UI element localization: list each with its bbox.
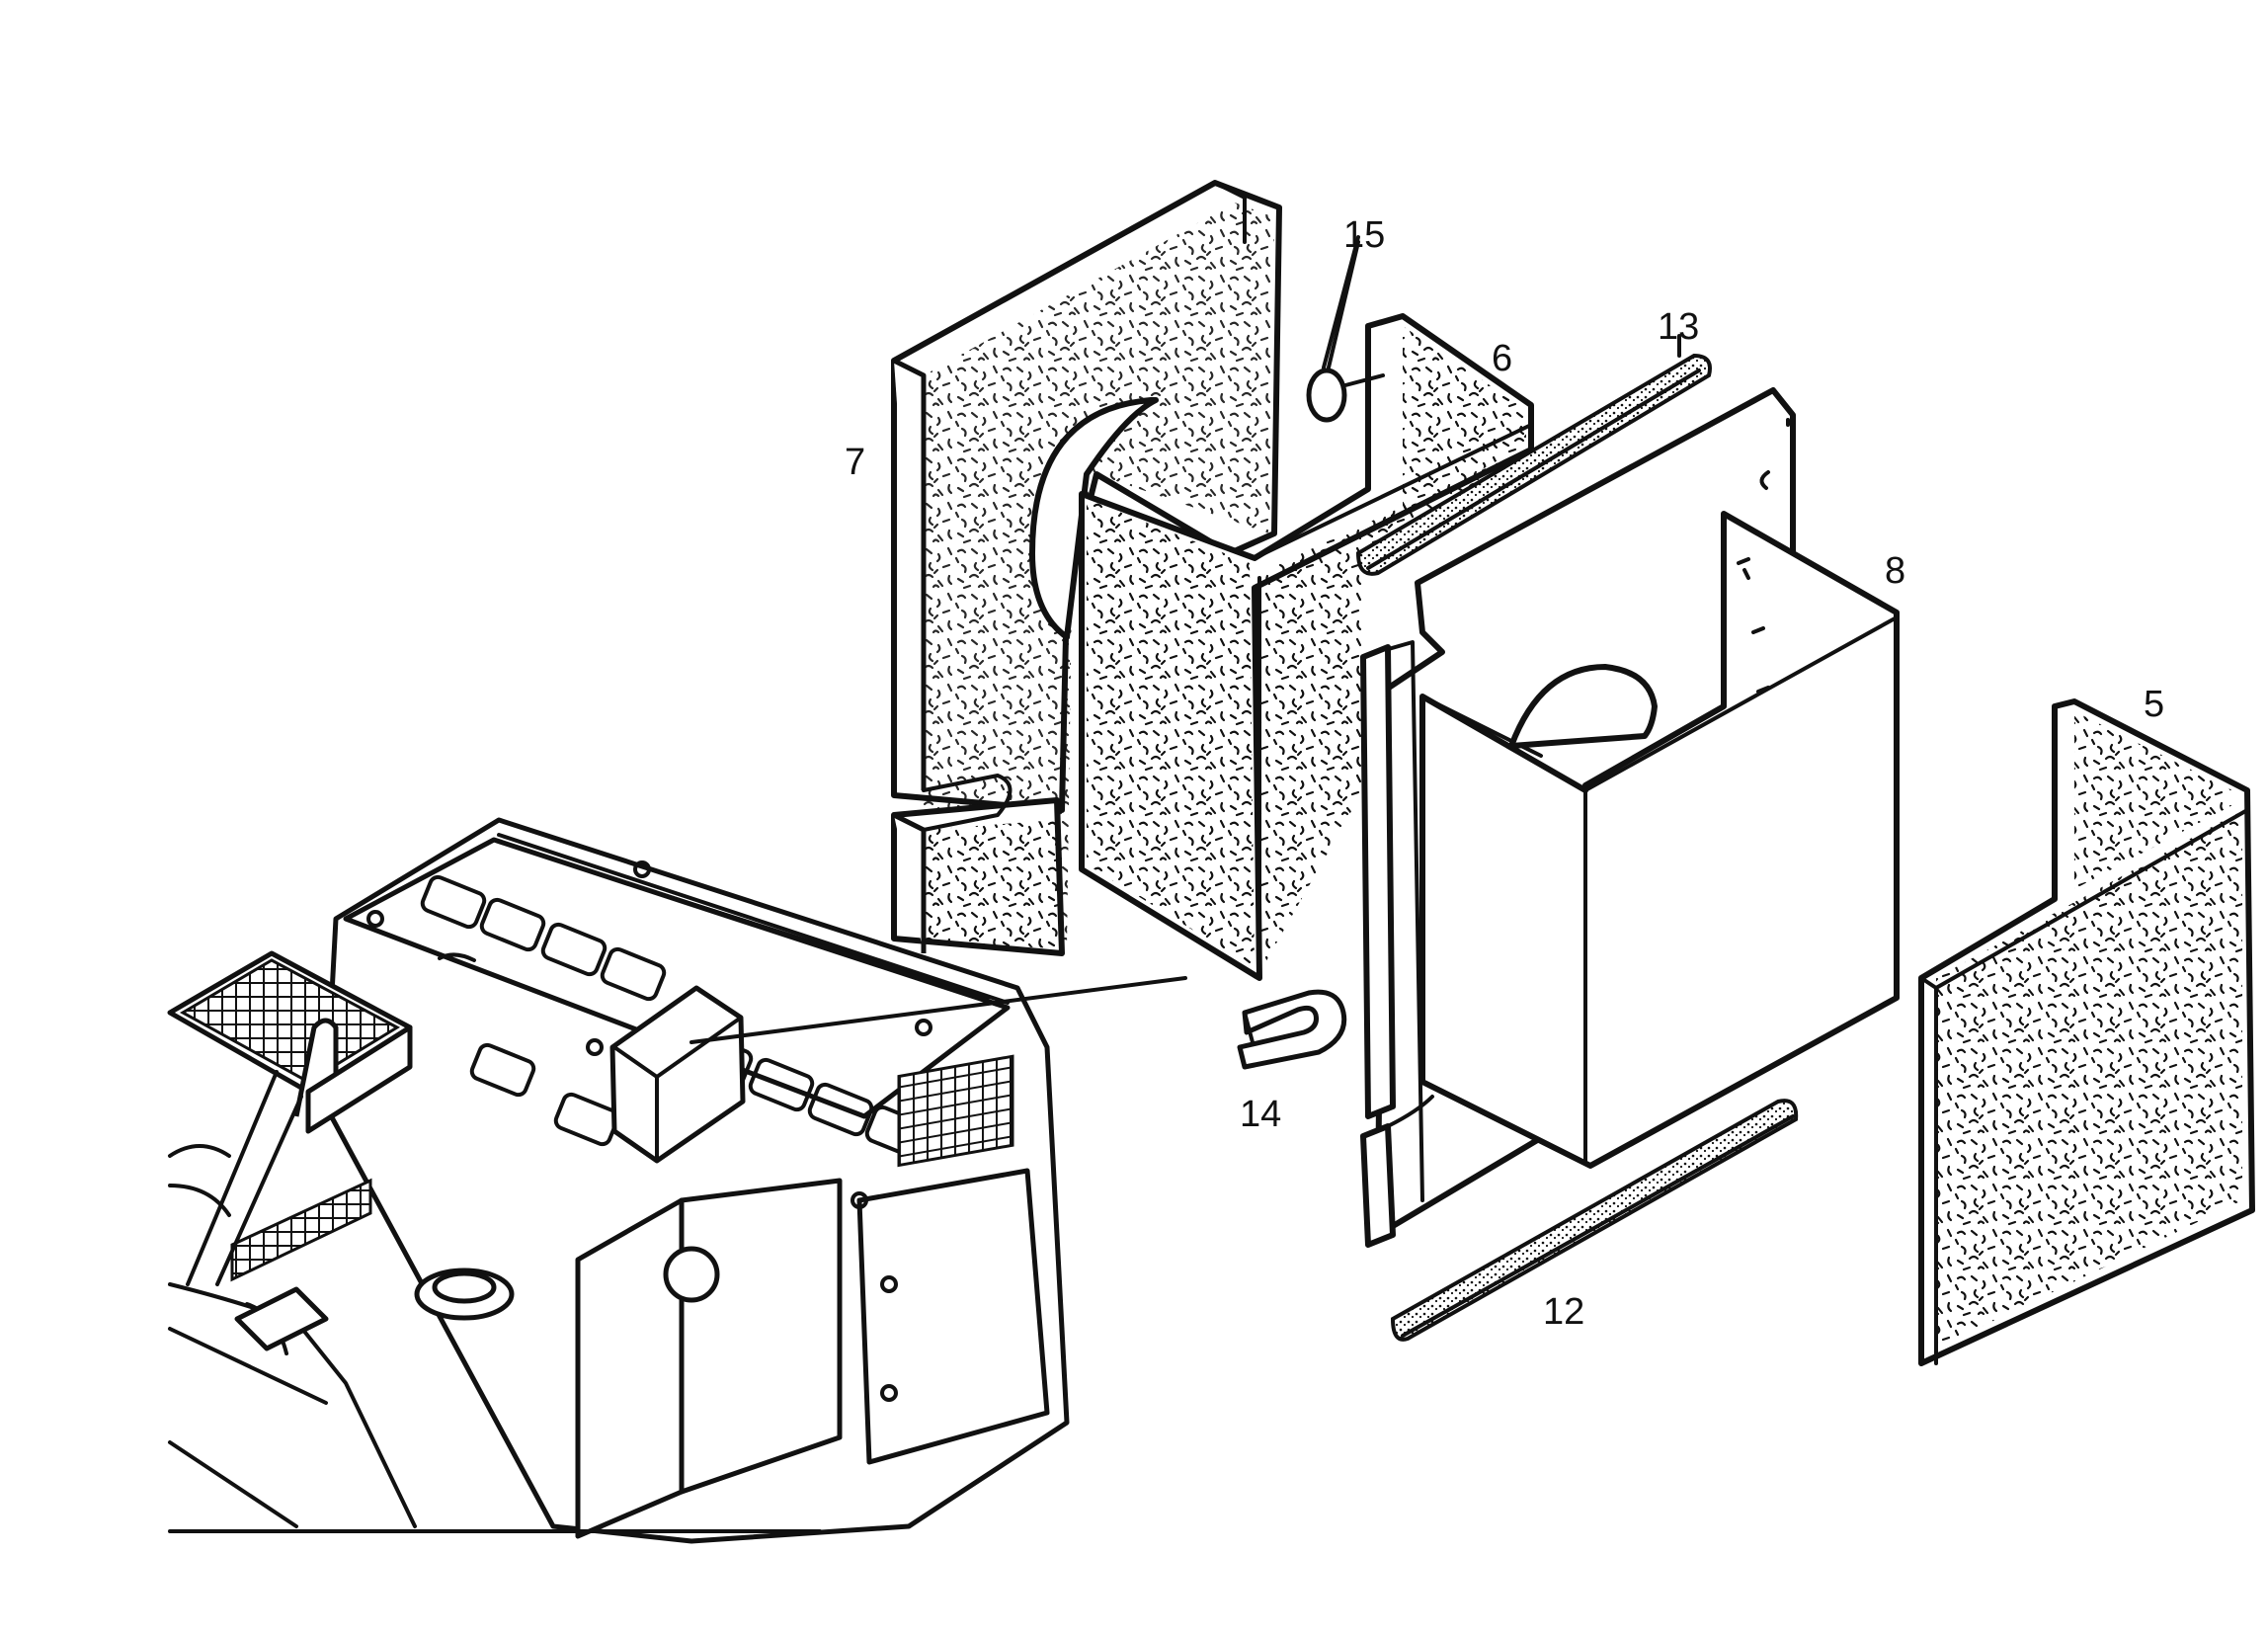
part-5-corner-panel — [1918, 698, 2255, 1366]
leader-line-bracket — [689, 976, 1187, 1044]
part-6-corner-panel — [1079, 313, 1534, 981]
callout-13: 13 — [1658, 306, 1699, 348]
callout-15: 15 — [1343, 214, 1385, 256]
callout-12: 12 — [1543, 1291, 1584, 1333]
callout-5: 5 — [2144, 684, 2164, 725]
part-14-u-clips — [1237, 989, 1347, 1070]
callout-8: 8 — [1885, 550, 1905, 592]
leader-lines — [1327, 240, 1360, 369]
callout-14: 14 — [1240, 1094, 1281, 1135]
callout-6: 6 — [1492, 338, 1512, 379]
machine-assembly — [167, 817, 1187, 1544]
part-13-seal-strip — [1355, 334, 1712, 576]
part-12-seal-strip — [1390, 1099, 1799, 1342]
callout-7: 7 — [845, 442, 865, 483]
part-8-housing — [1419, 511, 1900, 1169]
